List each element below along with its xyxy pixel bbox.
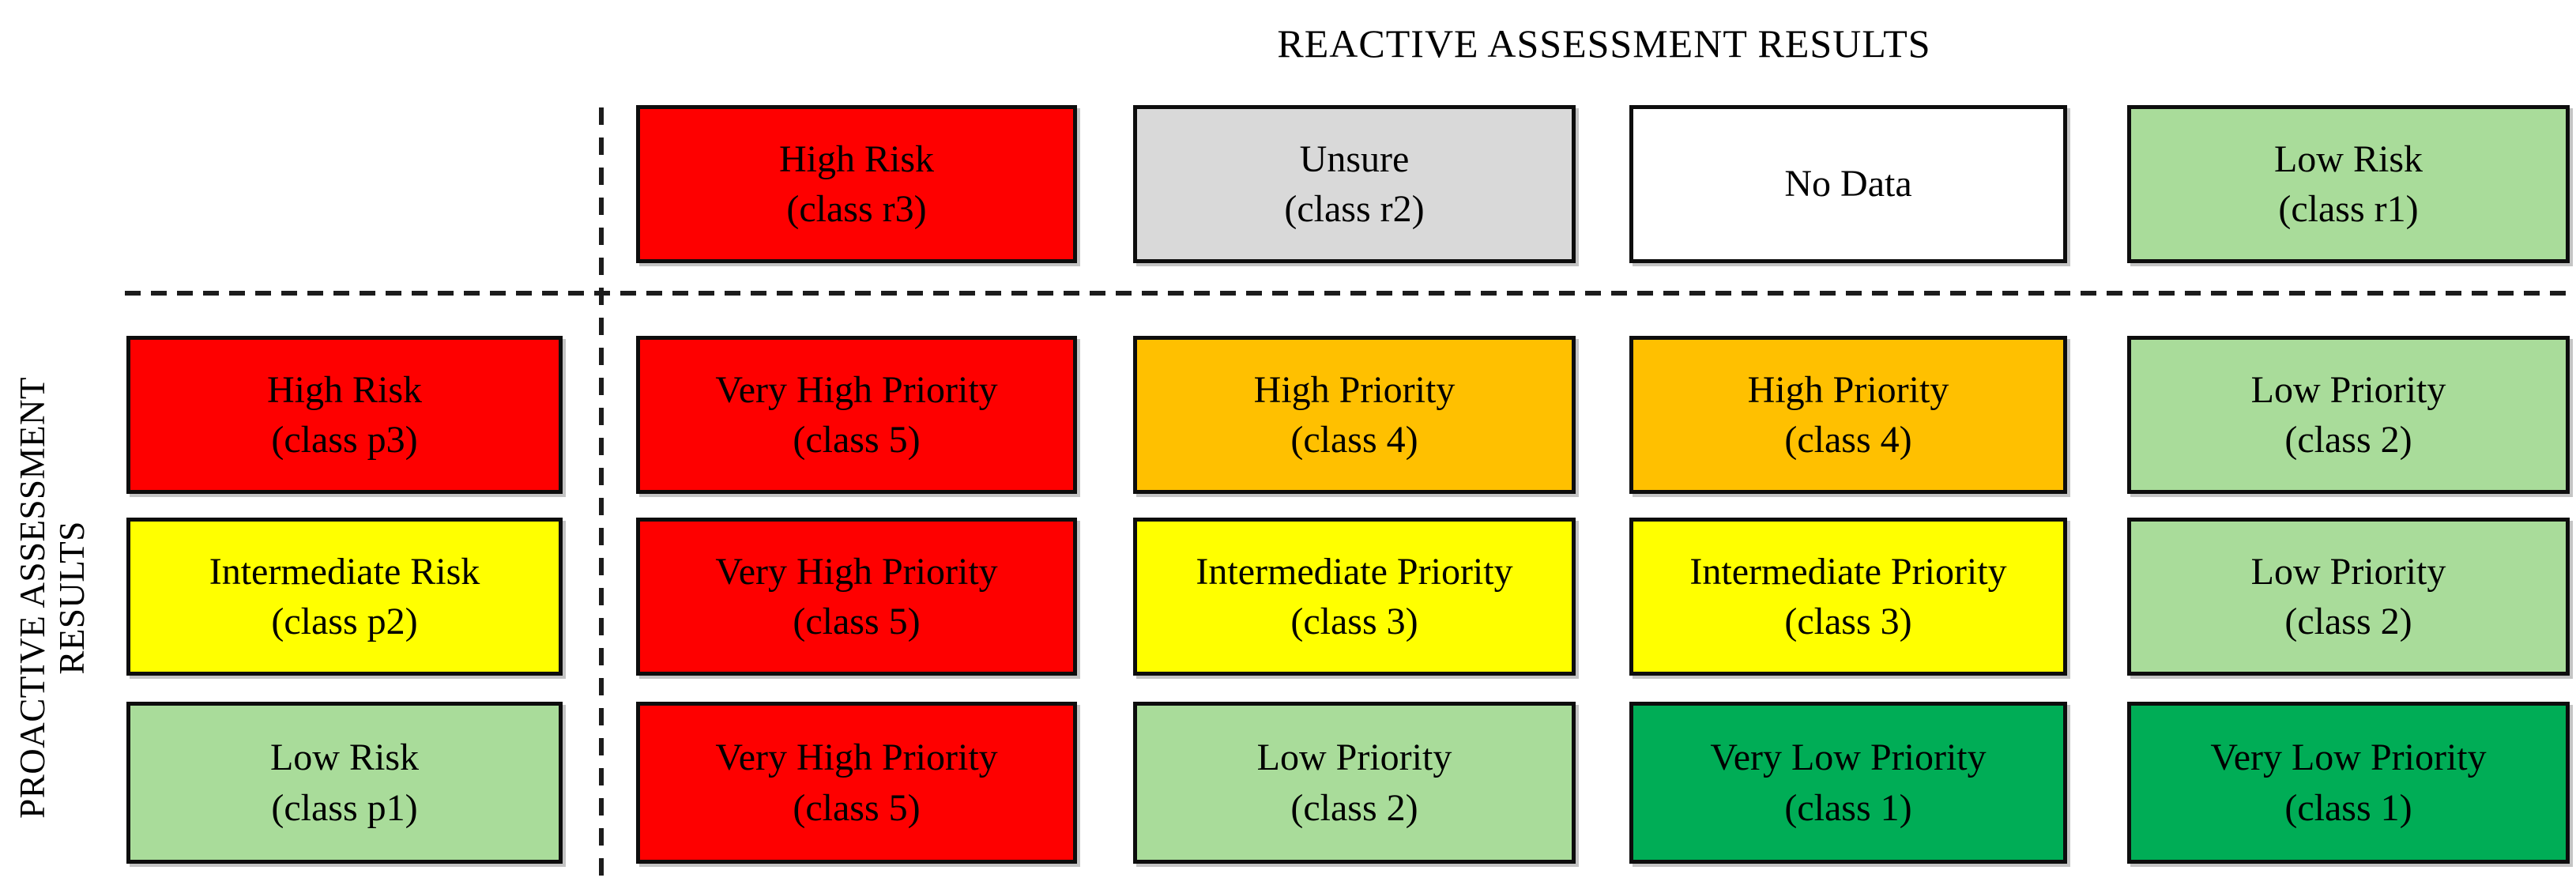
cell-sublabel: (class 5): [793, 419, 921, 461]
vertical-dashed-divider: [599, 107, 604, 876]
cell-sublabel: (class 1): [1784, 786, 1912, 829]
matrix-cell-p1-r2: Low Priority (class 2): [1133, 702, 1576, 864]
reactive-header-unsure: Unsure (class r2): [1133, 105, 1576, 263]
proactive-axis-title-line2: RESULTS: [52, 520, 92, 675]
cell-sublabel: (class 3): [1290, 601, 1418, 642]
cell-label: Low Priority: [2250, 550, 2446, 593]
matrix-cell-p2-r2: Intermediate Priority (class 3): [1133, 518, 1576, 676]
cell-sublabel: (class 3): [1784, 601, 1912, 642]
cell-label: Unsure: [1299, 137, 1410, 180]
cell-label: Intermediate Priority: [1689, 550, 2007, 593]
cell-label: High Priority: [1747, 368, 1949, 411]
cell-sublabel: (class r1): [2278, 188, 2419, 230]
reactive-header-high-risk: High Risk (class r3): [636, 105, 1077, 263]
cell-sublabel: (class 2): [1290, 786, 1418, 829]
matrix-cell-p3-r3: Very High Priority (class 5): [636, 336, 1077, 494]
cell-label: Low Priority: [2250, 368, 2446, 411]
reactive-header-low-risk: Low Risk (class r1): [2127, 105, 2570, 263]
cell-sublabel: (class r2): [1284, 188, 1425, 230]
cell-sublabel: (class 2): [2284, 419, 2412, 461]
cell-label: High Priority: [1253, 368, 1456, 411]
cell-label: High Risk: [778, 137, 935, 180]
cell-sublabel: (class 5): [793, 786, 921, 829]
cell-label: Low Risk: [2273, 137, 2423, 180]
horizontal-dashed-divider: [125, 291, 2572, 296]
cell-label: Very High Priority: [715, 368, 998, 411]
proactive-header-low-risk: Low Risk (class p1): [126, 702, 563, 864]
reactive-header-no-data: No Data: [1629, 105, 2067, 263]
cell-label: No Data: [1784, 163, 1912, 205]
matrix-cell-p1-r3: Very High Priority (class 5): [636, 702, 1077, 864]
cell-sublabel: (class 2): [2284, 601, 2412, 642]
proactive-axis-title: PROACTIVE ASSESSMENT RESULTS: [0, 332, 104, 863]
proactive-axis-title-text: PROACTIVE ASSESSMENT RESULTS: [13, 377, 92, 819]
matrix-cell-p1-nodata: Very Low Priority (class 1): [1629, 702, 2067, 864]
cell-label: Low Priority: [1256, 736, 1452, 779]
cell-sublabel: (class 4): [1290, 419, 1418, 461]
matrix-cell-p3-r2: High Priority (class 4): [1133, 336, 1576, 494]
cell-label: Low Risk: [269, 736, 419, 779]
cell-sublabel: (class p1): [271, 786, 418, 829]
cell-label: Intermediate Risk: [209, 550, 480, 593]
cell-label: High Risk: [266, 368, 423, 411]
proactive-axis-title-line1: PROACTIVE ASSESSMENT: [12, 376, 52, 819]
matrix-cell-p2-nodata: Intermediate Priority (class 3): [1629, 518, 2067, 676]
matrix-cell-p3-r1: Low Priority (class 2): [2127, 336, 2570, 494]
proactive-header-intermediate-risk: Intermediate Risk (class p2): [126, 518, 563, 676]
cell-label: Intermediate Priority: [1196, 550, 1513, 593]
cell-sublabel: (class r3): [786, 188, 927, 230]
cell-sublabel: (class 4): [1784, 419, 1912, 461]
matrix-cell-p2-r1: Low Priority (class 2): [2127, 518, 2570, 676]
proactive-header-high-risk: High Risk (class p3): [126, 336, 563, 494]
cell-sublabel: (class 1): [2284, 786, 2412, 829]
matrix-cell-p1-r1: Very Low Priority (class 1): [2127, 702, 2570, 864]
matrix-cell-p3-nodata: High Priority (class 4): [1629, 336, 2067, 494]
cell-label: Very High Priority: [715, 736, 998, 779]
matrix-cell-p2-r3: Very High Priority (class 5): [636, 518, 1077, 676]
cell-label: Very High Priority: [715, 550, 998, 593]
cell-sublabel: (class 5): [793, 601, 921, 642]
reactive-axis-title: REACTIVE ASSESSMENT RESULTS: [1277, 21, 1931, 66]
cell-label: Very Low Priority: [1710, 736, 1987, 779]
cell-sublabel: (class p2): [271, 601, 418, 642]
cell-sublabel: (class p3): [271, 419, 418, 461]
cell-label: Very Low Priority: [2210, 736, 2487, 779]
